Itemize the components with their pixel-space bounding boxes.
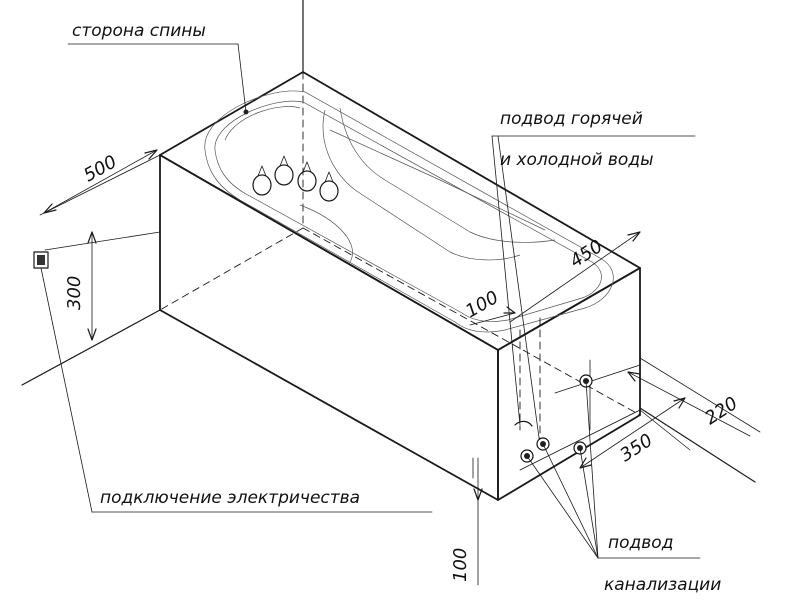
dim-500-arrow-left — [43, 203, 57, 214]
dim-220: 220 — [627, 371, 751, 437]
hidden-edge-back — [302, 227, 641, 416]
water-supply-callout: подвод горячей и холодной воды — [491, 109, 696, 446]
sewer-leader-3 — [579, 447, 599, 559]
dim-450-line — [509, 231, 641, 323]
tub-basin — [204, 90, 614, 333]
floor-ext-line — [639, 357, 761, 433]
dim-300-arrow-bottom — [87, 328, 97, 341]
ext-350-right — [639, 409, 691, 451]
sewer-leader-4 — [585, 380, 599, 559]
tub-side-face — [497, 267, 641, 501]
dim-100-bottom-arrow — [473, 488, 483, 501]
electric-box-inner — [37, 255, 45, 265]
water-pipe-bend — [514, 420, 533, 427]
dim-300: 300 — [44, 231, 161, 341]
room-lines — [21, 0, 761, 483]
dim-500-arrow-right — [144, 149, 158, 160]
water-supply-label-1: подвод горячей — [500, 109, 643, 129]
bottom-center-line — [519, 409, 641, 471]
electric-label: подключение электричества — [100, 488, 360, 508]
bathtub-box — [159, 71, 641, 501]
dim-500: 500 — [43, 149, 158, 214]
back-side-dot — [243, 109, 249, 115]
basin-floor-curve-2 — [339, 107, 556, 243]
dim-500-line — [43, 149, 158, 214]
basin-rim-inner — [214, 100, 602, 322]
back-side-callout: сторона спины — [67, 21, 249, 115]
dim-350-line — [579, 397, 686, 469]
electric-callout: подключение электричества — [33, 251, 433, 513]
dim-100-bottom: 100 — [450, 457, 483, 586]
side-face-ports — [472, 317, 641, 479]
jet-1 — [252, 165, 272, 196]
dim-300-arrow-top — [87, 231, 97, 244]
water-supply-label-2: и холодной воды — [500, 150, 654, 170]
dim-220-line — [627, 371, 751, 437]
dim-100-bottom-text: 100 — [450, 548, 471, 582]
basin-floor-curve-3 — [299, 204, 353, 263]
dim-450-text: 450 — [566, 236, 606, 272]
electric-leader — [40, 267, 93, 513]
basin-floor-line — [329, 129, 441, 181]
dim-220-arrow — [627, 371, 641, 382]
tub-front-face — [159, 154, 499, 501]
sewer-leader-1 — [526, 455, 599, 559]
back-side-leader — [237, 43, 247, 113]
dim-350-text: 350 — [616, 430, 656, 466]
wall-top-extension — [39, 154, 161, 216]
dim-100-top-arrow — [503, 306, 516, 314]
headrest-curve — [224, 106, 301, 141]
dim-500-text: 500 — [80, 151, 120, 186]
sewer-leader-2 — [542, 443, 599, 559]
dim-350-arrow-right — [673, 397, 686, 409]
dim-300-ext-top — [44, 231, 161, 251]
basin-floor-line-2 — [439, 179, 546, 231]
dim-450: 450 — [509, 231, 641, 323]
water-supply-leader-2 — [497, 135, 541, 446]
floor-left-line — [21, 309, 161, 386]
water-supply-leader-1 — [491, 135, 521, 426]
dim-100-top-text: 100 — [462, 287, 502, 322]
back-side-label: сторона спины — [72, 21, 206, 41]
basin-floor-curve-1 — [322, 109, 521, 261]
jets — [252, 155, 339, 202]
jet-3 — [297, 161, 317, 192]
sewer-label-2: канализации — [604, 575, 721, 595]
dim-350-arrow-left — [579, 457, 592, 469]
floor-right-line — [639, 407, 756, 483]
dim-450-arrow — [627, 231, 641, 242]
hidden-edge-left — [159, 227, 304, 311]
jet-4 — [319, 171, 339, 202]
dim-220-text: 220 — [701, 393, 741, 429]
dim-300-text: 300 — [64, 276, 85, 310]
sewer-callout: подвод канализации — [526, 380, 721, 595]
dim-220-ext-left — [554, 364, 641, 394]
dim-100-top-line — [469, 312, 516, 326]
basin-rim-outer — [204, 90, 614, 333]
jet-2 — [274, 155, 294, 186]
sewer-label-1: подвод — [608, 533, 673, 553]
